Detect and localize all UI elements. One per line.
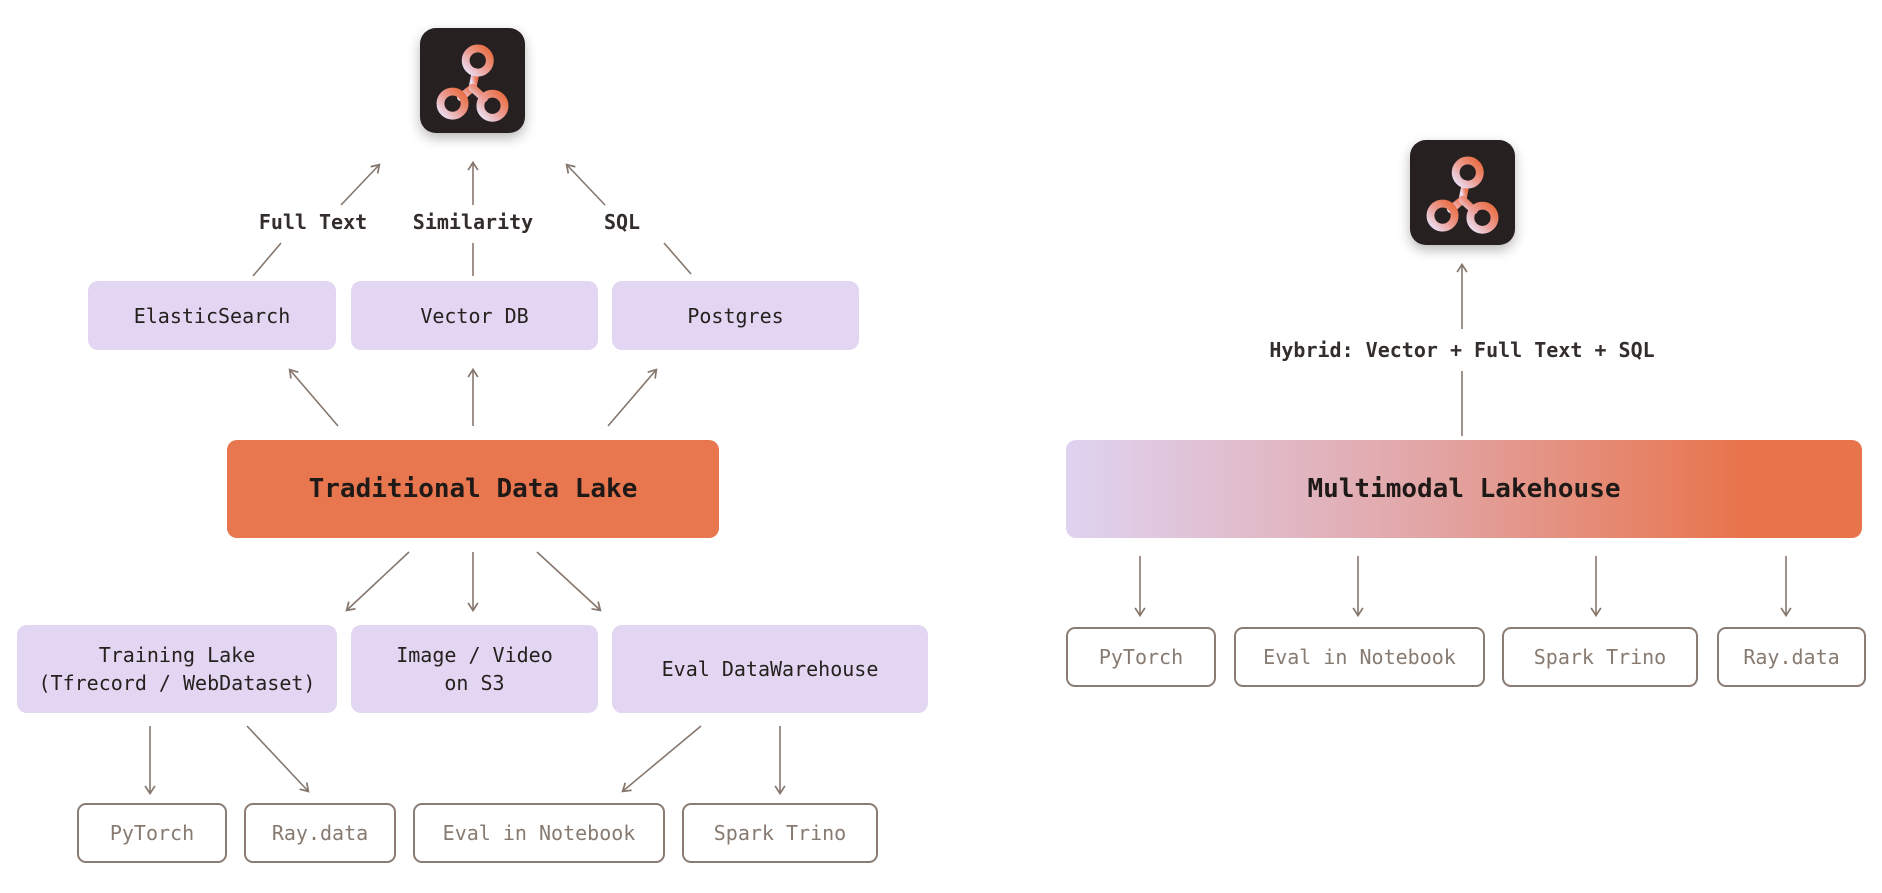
right-logo-tile <box>1410 140 1515 245</box>
left-hub-to-engines-arrows <box>288 367 658 427</box>
consumer-label: Eval in Notebook <box>442 821 636 845</box>
engine-box-elasticsearch: ElasticSearch <box>88 281 336 350</box>
store-label-line: on S3 <box>444 671 505 695</box>
hub-title: Traditional Data Lake <box>308 474 638 504</box>
engine-label: Vector DB <box>420 303 529 328</box>
left-logo-tile <box>420 28 525 133</box>
query-label-sql: SQL <box>603 210 641 234</box>
consumer-label: PyTorch <box>1098 645 1184 669</box>
store-label-line: Training Lake <box>98 643 256 667</box>
right-hub-to-consumers-arrows <box>1134 556 1792 618</box>
consumer-label: Eval in Notebook <box>1263 645 1456 669</box>
engine-box-vector-db: Vector DB <box>351 281 598 350</box>
traditional-data-lake-box: Traditional Data Lake <box>227 440 719 538</box>
store-box-eval-datawarehouse: Eval DataWarehouse <box>612 625 928 713</box>
consumer-box-spark-trino: Spark Trino <box>682 803 878 863</box>
left-hub-to-stores-arrows <box>345 551 602 613</box>
store-box-image-video-s3: Image / Video on S3 <box>351 625 598 713</box>
multimodal-lakehouse-box: Multimodal Lakehouse <box>1066 440 1862 538</box>
consumer-box-pytorch: PyTorch <box>1066 627 1216 687</box>
molecule-graph-logo-icon <box>1426 156 1499 234</box>
hub-title: Multimodal Lakehouse <box>1307 474 1621 504</box>
engine-label: ElasticSearch <box>133 303 291 328</box>
consumer-label: Ray.data <box>1743 645 1840 669</box>
query-label-similarity: Similarity <box>412 210 534 234</box>
engine-label: Postgres <box>687 303 784 328</box>
consumer-box-ray-data: Ray.data <box>244 803 396 863</box>
consumer-box-eval-in-notebook: Eval in Notebook <box>1234 627 1485 687</box>
consumer-box-ray-data: Ray.data <box>1717 627 1866 687</box>
consumer-box-spark-trino: Spark Trino <box>1502 627 1698 687</box>
left-stores-to-consumers-arrows <box>144 725 786 796</box>
consumer-label: Spark Trino <box>713 821 847 845</box>
query-label-full-text: Full Text <box>258 210 368 234</box>
consumer-label: PyTorch <box>109 821 195 845</box>
store-label-line: Eval DataWarehouse <box>661 657 879 681</box>
consumer-box-pytorch: PyTorch <box>77 803 227 863</box>
molecule-graph-logo-icon <box>436 44 509 122</box>
store-label-line: (Tfrecord / WebDataset) <box>38 671 316 695</box>
store-box-training-lake: Training Lake (Tfrecord / WebDataset) <box>17 625 337 713</box>
query-label-hybrid: Hybrid: Vector + Full Text + SQL <box>1269 338 1655 362</box>
store-label-line: Image / Video <box>396 643 553 667</box>
consumer-label: Ray.data <box>271 821 369 845</box>
consumer-box-eval-in-notebook: Eval in Notebook <box>413 803 665 863</box>
consumer-label: Spark Trino <box>1533 645 1667 669</box>
engine-box-postgres: Postgres <box>612 281 859 350</box>
